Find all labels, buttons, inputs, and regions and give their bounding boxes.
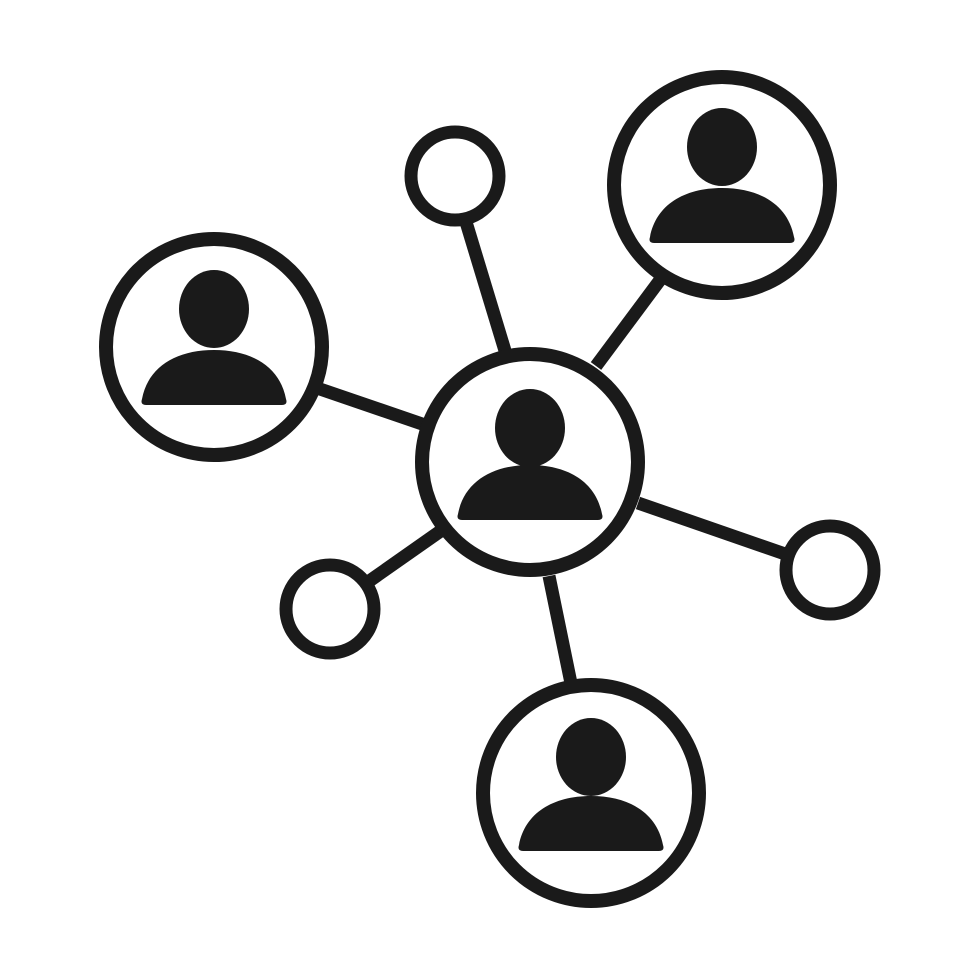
top-empty-node — [404, 125, 506, 227]
center-user-node — [415, 347, 645, 577]
connection-lines — [314, 220, 791, 690]
user-icon — [141, 270, 287, 405]
connector-bottom — [542, 574, 579, 690]
bottom-user-node — [476, 678, 706, 908]
right-empty-node — [779, 519, 881, 621]
left-user-node — [99, 232, 329, 462]
user-icon — [518, 718, 664, 851]
connector-top-right — [590, 276, 666, 370]
connector-bottom-left — [364, 524, 446, 588]
connector-right — [635, 496, 791, 562]
connector-top — [459, 220, 513, 356]
empty-nodes — [279, 125, 881, 660]
user-icon — [457, 389, 603, 520]
bottom-left-empty-node — [279, 558, 381, 660]
top-right-user-node — [607, 70, 837, 300]
connector-left — [314, 381, 431, 433]
user-icon — [649, 108, 795, 243]
